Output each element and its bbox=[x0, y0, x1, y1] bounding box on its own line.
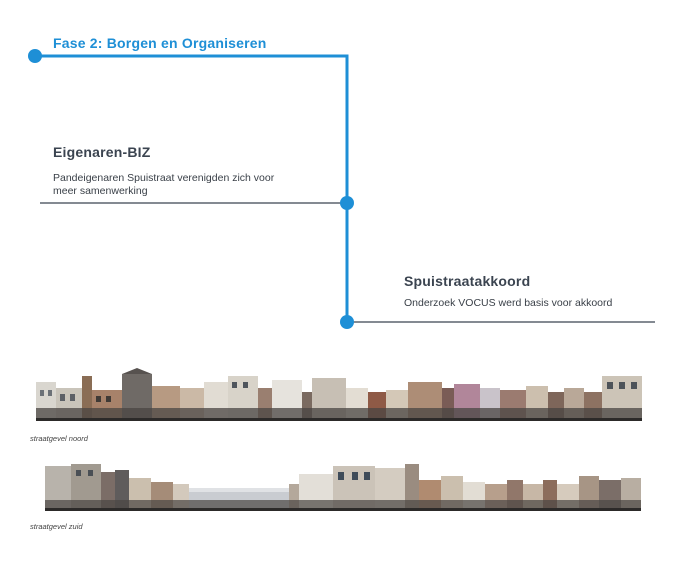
street-facade-photo-south bbox=[45, 464, 641, 511]
milestone-2-dot bbox=[340, 315, 354, 329]
north-facade-buildings bbox=[36, 368, 642, 421]
street-facade-photo-north bbox=[36, 368, 642, 421]
phase-timeline bbox=[28, 49, 655, 329]
milestone-1-dot bbox=[340, 196, 354, 210]
milestone-2-title: Spuistraatakkoord bbox=[404, 273, 531, 289]
south-facade-buildings bbox=[45, 464, 641, 511]
milestone-2-description: Onderzoek VOCUS werd basis voor akkoord bbox=[404, 297, 613, 309]
caption-street-north: straatgevel noord bbox=[30, 434, 88, 443]
phase-path-line bbox=[35, 54, 349, 322]
phase-start-dot bbox=[28, 49, 42, 63]
phase-title: Fase 2: Borgen en Organiseren bbox=[53, 35, 267, 51]
milestone-1-title: Eigenaren-BIZ bbox=[53, 144, 151, 160]
timeline-connector-lines bbox=[35, 54, 655, 323]
milestone-1-description: Pandeigenaren Spuistraat verenigden zich… bbox=[53, 172, 275, 197]
caption-street-south: straatgevel zuid bbox=[30, 522, 83, 531]
